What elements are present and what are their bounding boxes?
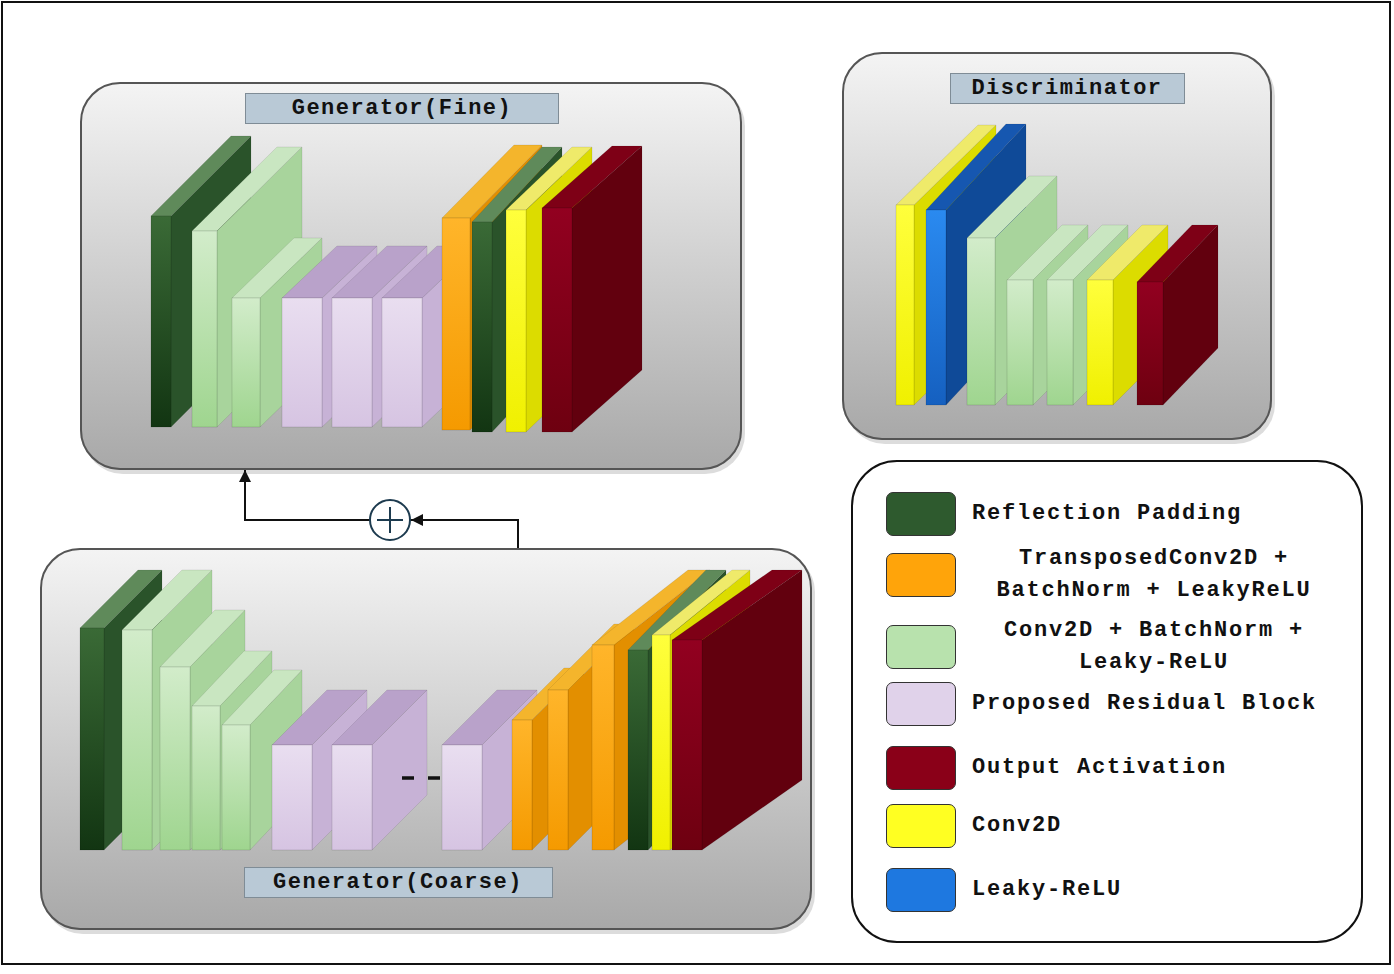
- block-front: [512, 720, 532, 850]
- legend-swatch: [886, 746, 956, 790]
- layer-block: [1087, 225, 1168, 405]
- block-top: [222, 670, 302, 725]
- block-front: [672, 640, 702, 850]
- block-front: [1087, 280, 1113, 405]
- panel-title: Generator(Coarse): [244, 867, 553, 898]
- block-top: [542, 146, 642, 208]
- legend-label: Reflection Padding: [972, 498, 1336, 530]
- legend-swatch: [886, 682, 956, 726]
- block-top: [122, 570, 212, 630]
- sum-circle: [370, 500, 410, 540]
- block-front: [548, 690, 568, 850]
- block-top: [332, 690, 427, 745]
- panel-box: Generator(Fine): [80, 82, 742, 470]
- legend-label: Conv2D + BatchNorm + Leaky-ReLU: [972, 615, 1336, 679]
- sum-junction: [370, 500, 423, 540]
- block-front: [506, 210, 526, 432]
- ellipsis-dash: [428, 776, 440, 780]
- layer-block: [1137, 225, 1218, 405]
- block-top: [160, 610, 245, 667]
- block-front: [896, 205, 914, 405]
- block-front: [628, 650, 648, 850]
- panel-title: Discriminator: [950, 73, 1185, 104]
- block-top: [192, 147, 302, 231]
- panel-fill: [842, 52, 1272, 440]
- block-front: [80, 628, 104, 850]
- layer-block: [672, 570, 802, 850]
- block-front: [192, 706, 220, 850]
- panel-box: Generator(Coarse): [40, 548, 812, 930]
- legend-label: Leaky-ReLU: [972, 874, 1336, 906]
- block-front: [442, 745, 482, 850]
- block-front: [592, 645, 614, 850]
- panel-fill: [40, 548, 812, 930]
- block-front: [967, 238, 995, 405]
- block-front: [1047, 280, 1073, 405]
- block-front: [442, 218, 470, 430]
- legend-frame: [852, 461, 1362, 942]
- block-front: [1007, 280, 1033, 405]
- block-top: [672, 570, 802, 640]
- block-front: [160, 667, 190, 850]
- block-front: [122, 630, 152, 850]
- connector-arrow: [245, 470, 518, 548]
- legend-label: Output Activation: [972, 752, 1336, 784]
- legend-swatch: [886, 492, 956, 536]
- block-front: [282, 298, 322, 427]
- block-front: [222, 725, 250, 850]
- ellipsis-dash: [402, 776, 414, 780]
- block-front: [652, 635, 670, 850]
- panel-box: Discriminator: [842, 52, 1272, 440]
- legend-swatch: [886, 804, 956, 848]
- legend-label: TransposedConv2D + BatchNorm + LeakyReLU: [972, 543, 1336, 607]
- layer-blocks: [80, 124, 1218, 850]
- junction-arrowhead: [411, 514, 423, 526]
- block-front: [472, 222, 492, 432]
- panel-title: Generator(Fine): [245, 93, 559, 124]
- legend-swatch: [886, 553, 956, 597]
- legend-swatch: [886, 868, 956, 912]
- block-top: [1137, 225, 1218, 282]
- block-top: [967, 176, 1057, 238]
- sum-plus: [389, 507, 391, 533]
- block-front: [332, 745, 372, 850]
- block-front: [542, 208, 572, 432]
- block-front: [926, 210, 946, 405]
- block-front: [332, 298, 372, 427]
- panel-fill: [80, 82, 742, 470]
- layer-block: [232, 238, 322, 427]
- layer-block: [332, 690, 427, 850]
- block-front: [151, 216, 171, 427]
- block-front: [272, 745, 312, 850]
- layer-block: [542, 146, 642, 432]
- legend-swatch: [886, 625, 956, 669]
- legend-label: Conv2D: [972, 810, 1336, 842]
- legend-label: Proposed Residual Block: [972, 688, 1336, 720]
- block-front: [192, 231, 217, 427]
- block-front: [1137, 282, 1163, 405]
- block-front: [232, 298, 260, 427]
- block-front: [382, 298, 422, 427]
